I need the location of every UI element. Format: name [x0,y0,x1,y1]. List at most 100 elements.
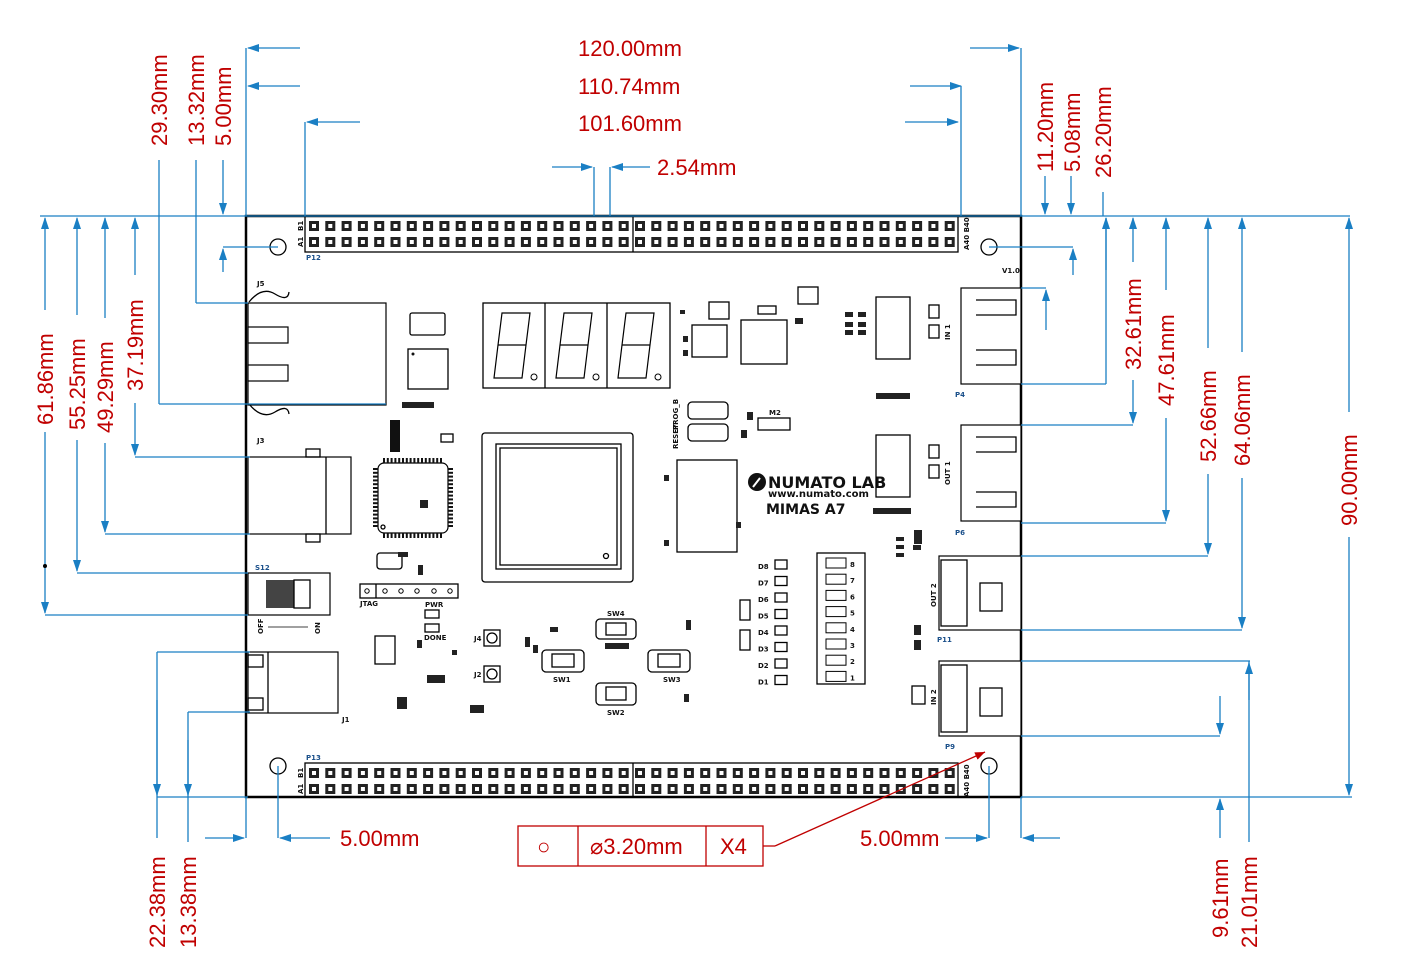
hole-count: X4 [720,834,747,859]
header-pin-pad [801,240,805,244]
smd-part [533,645,538,653]
header-pin-pad [947,240,952,244]
button-sw2[interactable] [595,682,637,706]
chip-pin [398,533,401,538]
header-pin-pad [768,240,773,244]
header-pin-pad [866,224,871,228]
header-pin-pad [393,771,398,775]
chip-pin [390,458,393,463]
chip-pin [373,494,378,497]
chip-pin [373,479,378,482]
chip-pin [448,494,453,497]
smd-part [664,475,669,481]
board-model: MIMAS A7 [766,502,845,518]
chip-pin [373,498,378,501]
smd-part [470,705,484,713]
chip-pin [386,533,389,538]
button-sw3[interactable] [647,649,691,673]
chip-pin [413,533,416,538]
power-switch-ref: S12 [255,564,270,572]
header-pin-pad [507,224,512,228]
header-pin-pad [670,787,675,791]
dim-hdmi-out2-bottom: 64.06mm [1230,374,1255,466]
reset-button[interactable] [687,423,729,442]
header-pin-pad [589,224,594,228]
button-sw4[interactable] [595,618,637,640]
chip-pin [417,458,420,463]
header-pin-pad [344,787,349,791]
header-pin-pad [882,224,887,228]
smd-part [402,402,434,408]
prog-button[interactable] [687,401,729,420]
header-pin-pad [768,224,773,228]
sw4-label: SW4 [607,610,625,618]
header-pin-pad [898,771,903,775]
chip-pin [448,475,453,478]
header-p12-end-label: A40 B40 [963,217,971,250]
header-pin-pad [491,787,496,791]
dim-hdmi-in2-bottom: 9.61mm [1208,859,1233,938]
jtag-pin [447,588,453,594]
header-p12-a1-label: A1 [297,237,305,247]
header-p13-b1-label: B1 [297,768,305,778]
header-pin-pad [752,240,757,244]
hdmi-out2-connector [938,555,1022,631]
hdmi-in2-connector [938,660,1022,737]
header-pin-pad [507,240,512,244]
dip-number: 7 [850,577,855,585]
hdmi-out2-ref: P11 [937,636,952,644]
header-pin-pad [866,787,871,791]
header-pin-pad [426,787,431,791]
led [774,641,788,653]
header-pin-pad [409,787,414,791]
header-pin-pad [426,771,431,775]
header-pin-pad [605,240,610,244]
smd-part [896,545,904,549]
header-pin-pad [898,224,903,228]
header-pin-pad [589,787,594,791]
header-pin-pad [475,771,479,775]
seven-segment-digit [555,312,593,379]
dip-toggle [825,670,847,682]
chip-pin [394,458,397,463]
dimension-lines [40,44,1353,842]
header-pin-pad [507,771,512,775]
header-pin-pad [360,787,365,791]
chip-pin [373,517,378,520]
dim-hdmi-in1-top: 11.20mm [1033,82,1058,172]
led-label: D2 [758,662,769,670]
header-pin-pad [882,787,887,791]
header-pin-pad [947,771,952,775]
smd-part [680,310,685,314]
header-pin-pad [540,787,545,791]
dip-toggle [825,557,847,569]
header-pin-pad [686,787,691,791]
button-sw1[interactable] [541,649,585,673]
header-pin-pad [801,224,805,228]
led-label: D6 [758,596,769,604]
header-pin-pad [849,771,854,775]
hole-symbol: ○ [537,834,550,859]
hdmi-in2-label: IN 2 [930,689,938,705]
header-pin-pad [572,787,577,791]
header-pin-pad [849,240,854,244]
header-p13-end-label: A40 B40 [963,764,971,797]
header-p13-ref: P13 [306,754,321,762]
chip-pin [448,525,453,527]
power-switch[interactable] [247,572,331,616]
dim-hole-offset-right: 5.08mm [1060,93,1085,172]
dim-hole-to-edge-width: 110.74mm [578,74,680,99]
led [774,592,788,603]
phy-chip [407,348,449,390]
ethernet-jack: J5 [247,280,387,416]
chip-pin [432,533,435,538]
header-p12-ref: P12 [306,254,321,262]
chip-pin [448,468,453,470]
smd-part [684,694,689,702]
usb-connector: J3 [247,437,352,543]
chip-pin [373,502,378,505]
chip-pin [390,533,393,538]
